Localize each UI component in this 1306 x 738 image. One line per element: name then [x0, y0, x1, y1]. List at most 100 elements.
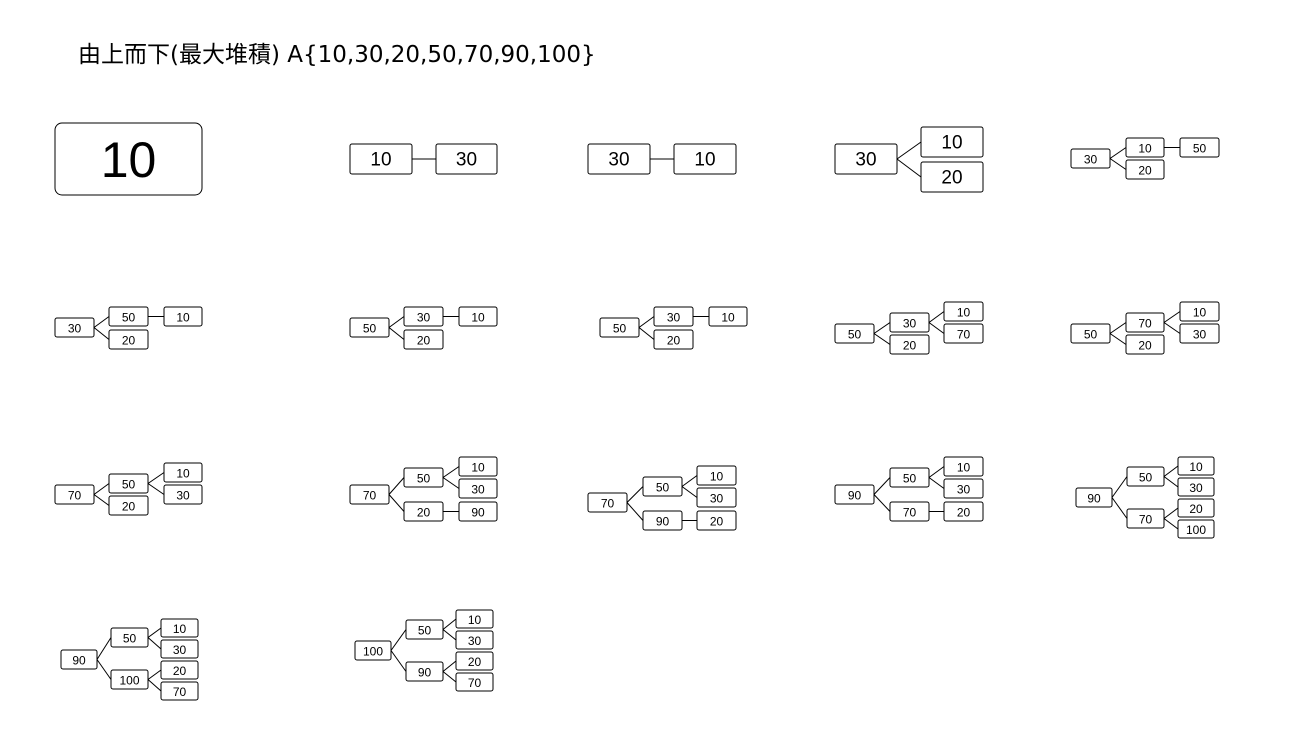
heap-node-value: 50 [1139, 471, 1153, 485]
tree-edge [896, 141, 922, 160]
heap-node-value: 50 [123, 632, 137, 646]
heap-node-value: 30 [957, 483, 971, 497]
heap-node-value: 30 [176, 489, 190, 503]
heap-node-value: 30 [456, 150, 477, 171]
heap-node-value: 10 [694, 150, 715, 171]
tree-edge [681, 475, 698, 487]
heap-node-value: 30 [68, 322, 82, 336]
heap-node-box [1126, 508, 1165, 529]
tree-edge [96, 659, 112, 680]
tree-edge [1163, 322, 1181, 334]
heap-node-box [653, 329, 694, 350]
heap-node-value: 50 [656, 481, 670, 495]
heap-node-box [349, 143, 413, 175]
heap-node-value: 30 [667, 311, 681, 325]
tree-edge [147, 669, 162, 680]
tree-edge [390, 650, 407, 672]
heap-node-box [943, 301, 984, 322]
tree-edge [1163, 476, 1179, 488]
tree-edge [896, 158, 922, 178]
heap-node-box [108, 473, 149, 494]
heap-node-value: 20 [903, 339, 917, 353]
heap-node-value: 20 [957, 506, 971, 520]
heap-node-value: 70 [468, 676, 482, 690]
heap-node-value: 30 [1189, 481, 1203, 495]
heap-node-value: 10 [957, 306, 971, 320]
tree-edge [388, 494, 405, 512]
heap-node-value: 10 [471, 311, 485, 325]
heap-node-box [587, 143, 651, 175]
heap-node-value: 50 [122, 478, 136, 492]
tree-edge [147, 472, 165, 484]
heap-node-box [943, 478, 984, 499]
heap-node-value: 50 [903, 472, 917, 486]
heap-node-box [160, 681, 199, 701]
tree-edge [873, 322, 891, 334]
heap-node-value: 70 [68, 489, 82, 503]
heap-node-value: 20 [667, 334, 681, 348]
heap-node-value: 50 [1193, 142, 1207, 156]
heap-node-box [696, 510, 737, 531]
heap-node-box [54, 122, 203, 196]
heap-node-box [653, 306, 694, 327]
tree-edge [442, 618, 457, 630]
heap-node-box [1177, 498, 1215, 518]
heap-node-box [108, 329, 149, 350]
tree-edge [928, 311, 945, 323]
heap-node-box [354, 640, 392, 661]
tree-edge [1109, 158, 1127, 170]
heap-node-value: 90 [72, 654, 86, 668]
tree-edge [442, 629, 457, 641]
heap-node-box [1125, 137, 1165, 158]
heap-node-box [108, 306, 149, 327]
heap-node-box [403, 306, 444, 327]
heap-node-box [642, 476, 683, 497]
heap-node-value: 30 [855, 150, 876, 171]
heap-node-box [889, 467, 930, 488]
heap-node-box [834, 484, 875, 505]
heap-node-box [458, 478, 498, 499]
heap-node-box [696, 465, 737, 486]
heap-node-value: 20 [417, 506, 431, 520]
heap-node-value: 70 [601, 497, 615, 511]
heap-node-value: 100 [363, 645, 383, 659]
tree-edge [1163, 518, 1179, 530]
heap-node-box [455, 630, 494, 650]
tree-edge [390, 629, 407, 651]
heap-node-box [920, 126, 984, 158]
heap-node-box [943, 501, 984, 522]
heap-node-value: 10 [710, 470, 724, 484]
heap-node-value: 30 [608, 150, 629, 171]
heap-node-value: 30 [1193, 328, 1207, 342]
heap-node-value: 70 [363, 489, 377, 503]
heap-node-box [163, 462, 203, 483]
tree-edge [928, 322, 945, 334]
tree-edge [388, 477, 405, 495]
heap-node-box [642, 510, 683, 531]
tree-edge [93, 316, 110, 328]
heap-node-box [403, 501, 444, 522]
heap-node-box [110, 627, 149, 648]
heap-node-value: 50 [363, 322, 377, 336]
heap-node-box [889, 501, 930, 522]
heap-node-value: 20 [941, 168, 962, 189]
heap-node-value: 10 [173, 622, 187, 636]
tree-edge [442, 477, 460, 489]
heap-node-box [943, 456, 984, 477]
heap-step-3: 30 10 [587, 143, 737, 175]
heap-node-value: 70 [903, 506, 917, 520]
heap-node-box [54, 317, 95, 338]
heap-node-box [1125, 334, 1165, 355]
heap-node-value: 50 [418, 624, 432, 638]
tree-edge [147, 483, 165, 495]
tree-edge [638, 327, 655, 340]
heap-node-value: 20 [1138, 339, 1152, 353]
tree-edge [1109, 322, 1127, 334]
heap-node-value: 50 [1084, 328, 1098, 342]
heap-node-value: 20 [122, 334, 136, 348]
